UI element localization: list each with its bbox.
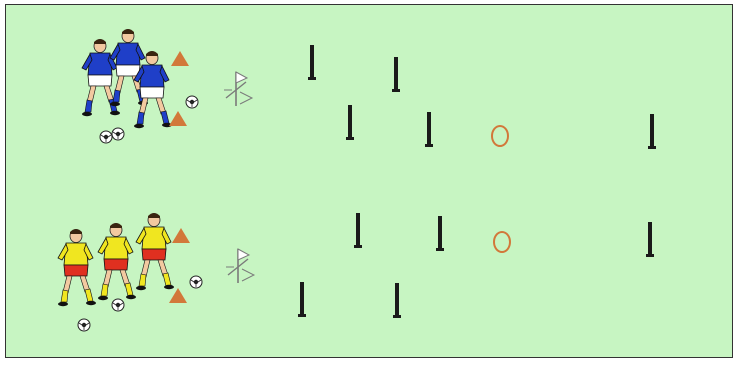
ring-target-icon: [494, 232, 510, 252]
soccer-ball-icon: [112, 299, 124, 311]
pole-icon: [354, 213, 362, 248]
ring-target-icon: [492, 126, 508, 146]
soccer-ball-icon: [100, 131, 112, 143]
pole-icon: [308, 45, 316, 80]
soccer-ball-icon: [190, 276, 202, 288]
pole-icon: [648, 114, 656, 149]
cone-icon: [169, 111, 187, 126]
soccer-ball-icon: [186, 96, 198, 108]
corner-flag-icon: [226, 249, 254, 283]
player-icon: [98, 223, 136, 300]
bottom-poles: [298, 213, 654, 318]
cone-icon: [171, 51, 189, 66]
pole-icon: [298, 282, 306, 317]
pole-icon: [646, 222, 654, 257]
top-poles: [308, 45, 656, 149]
player-icon: [136, 213, 174, 290]
cone-icon: [169, 288, 187, 303]
pole-icon: [392, 57, 400, 92]
soccer-ball-icon: [78, 319, 90, 331]
cone-icon: [172, 228, 190, 243]
yellow-group: [58, 213, 254, 331]
player-icon: [58, 229, 96, 306]
soccer-ball-icon: [112, 128, 124, 140]
blue-group: [82, 29, 252, 143]
pole-icon: [346, 105, 354, 140]
pole-icon: [436, 216, 444, 251]
pole-icon: [393, 283, 401, 318]
pole-icon: [425, 112, 433, 147]
corner-flag-icon: [224, 72, 252, 106]
